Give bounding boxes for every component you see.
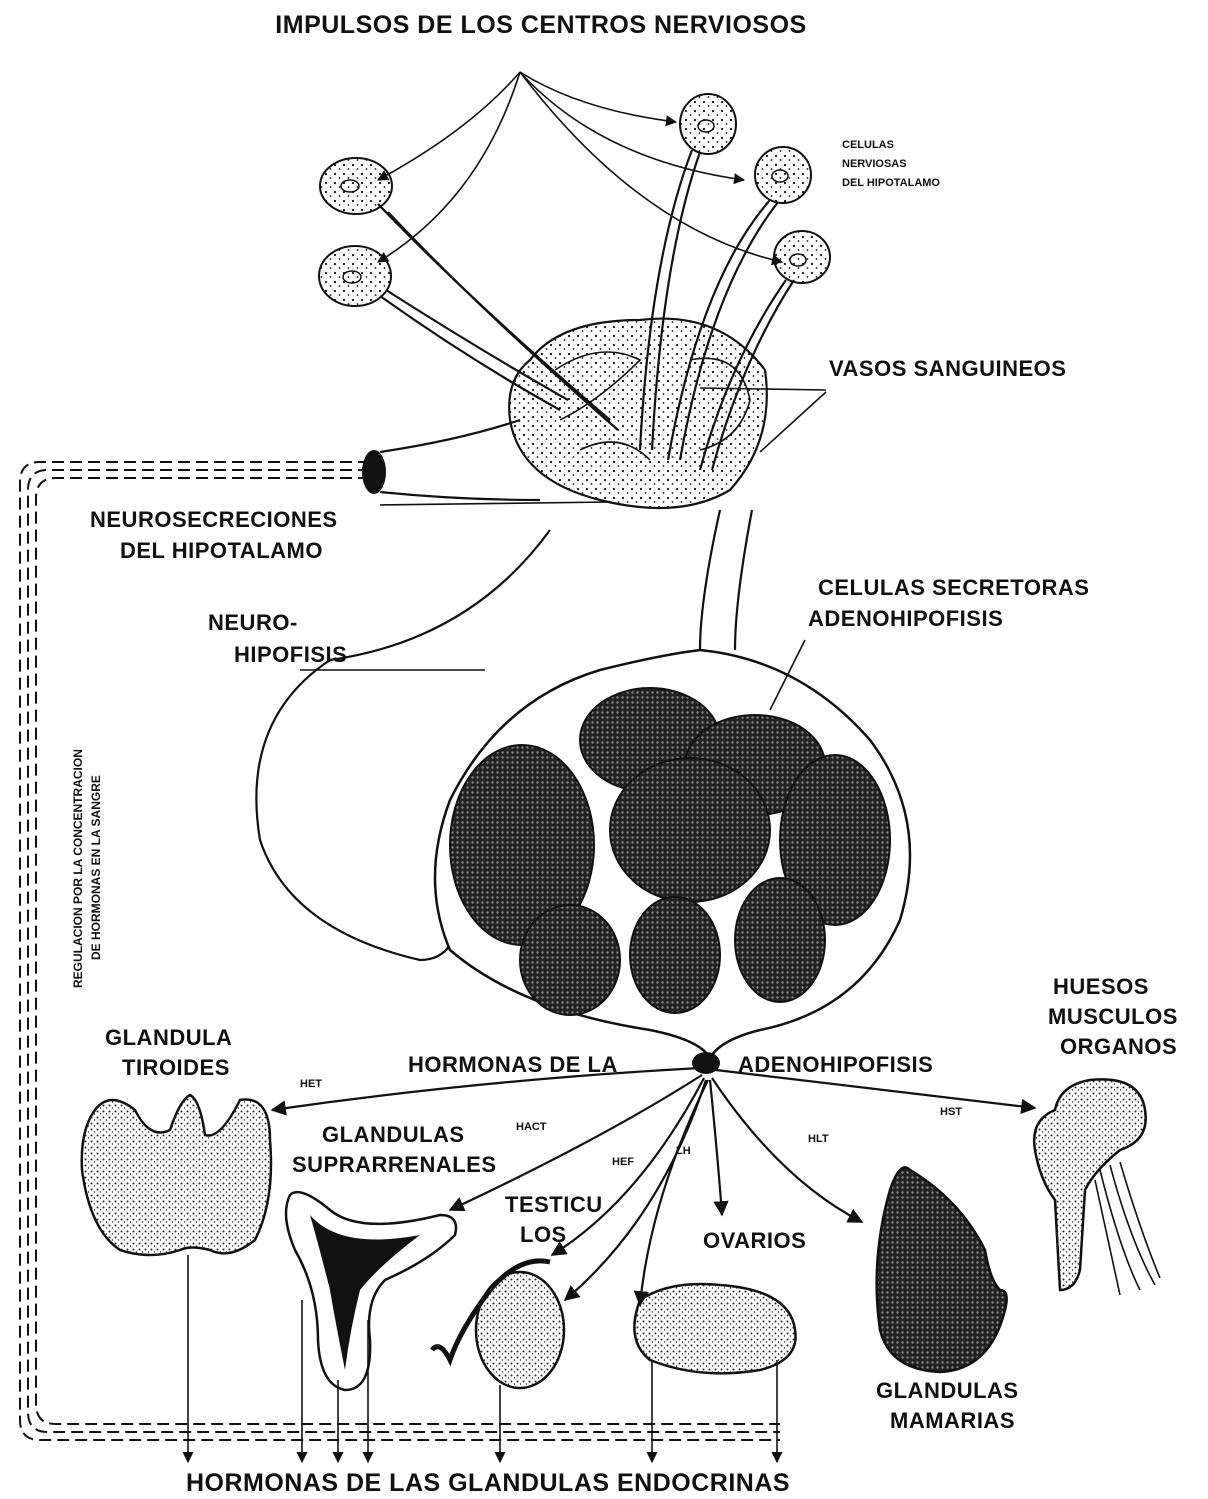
hypothalamus-region xyxy=(362,319,767,508)
portal-stalk-left xyxy=(700,510,720,650)
regulation-label-1: REGULACION POR LA CONCENTRACION xyxy=(71,749,85,988)
targets-label-3: ORGANOS xyxy=(1060,1034,1177,1059)
secretory-cells-label-1: CELULAS SECRETORAS xyxy=(818,575,1089,600)
adrenal-gland xyxy=(286,1192,456,1390)
testis xyxy=(432,1261,564,1388)
neurosecretions-label-1: NEUROSECRECIONES xyxy=(90,507,338,532)
ovaries-label: OVARIOS xyxy=(703,1228,806,1253)
thyroid-gland xyxy=(82,1095,271,1255)
secretory-cells-label-2: ADENOHIPOFISIS xyxy=(808,606,1003,631)
hlt-label: HLT xyxy=(808,1133,829,1145)
testes-label-2: LOS xyxy=(520,1222,567,1247)
targets-label-2: MUSCULOS xyxy=(1048,1004,1178,1029)
regulation-label-2: DE HORMONAS EN LA SANGRE xyxy=(89,775,103,960)
neurosecretions-pointer xyxy=(380,502,610,505)
bottom-title: HORMONAS DE LAS GLANDULAS ENDOCRINAS xyxy=(186,1469,790,1497)
hact-label: HACT xyxy=(516,1121,547,1133)
top-title: IMPULSOS DE LOS CENTROS NERVIOSOS xyxy=(275,11,806,39)
lh-label: LH xyxy=(676,1145,691,1157)
adeno-hormones-label-left: HORMONAS DE LA xyxy=(408,1052,618,1077)
adrenals-label-2: SUPRARRENALES xyxy=(292,1152,497,1177)
neurosecretions-label-2: DEL HIPOTALAMO xyxy=(120,538,323,563)
bone-and-muscle xyxy=(1034,1079,1160,1295)
neurohypophysis-label-2: HIPOFISIS xyxy=(234,642,347,667)
adrenals-label-1: GLANDULAS xyxy=(322,1122,465,1147)
hst-label: HST xyxy=(940,1106,962,1118)
adenohypophysis xyxy=(435,650,910,1074)
thyroid-label-2: TIROIDES xyxy=(122,1055,230,1080)
neurohypophysis-label-1: NEURO- xyxy=(208,610,298,635)
mammary-label-1: GLANDULAS xyxy=(876,1378,1019,1403)
testes-label-1: TESTICU xyxy=(505,1192,603,1217)
het-label: HET xyxy=(300,1078,322,1090)
blood-vessels-pointer-2 xyxy=(760,392,826,452)
ovary xyxy=(634,1284,795,1373)
adeno-hormones-label-right: ADENOHIPOFISIS xyxy=(738,1052,933,1077)
targets-label-1: HUESOS xyxy=(1053,974,1149,999)
nerve-cells-label-2: NERVIOSAS xyxy=(842,158,907,170)
thyroid-label-1: GLANDULA xyxy=(105,1025,232,1050)
blood-vessels-label: VASOS SANGUINEOS xyxy=(829,356,1066,381)
portal-stalk-right xyxy=(735,510,752,650)
nerve-cells-label-1: CELULAS xyxy=(842,139,894,151)
nerve-cells-label-3: DEL HIPOTALAMO xyxy=(842,177,940,189)
mammary-label-2: MAMARIAS xyxy=(890,1408,1015,1433)
mammary-gland xyxy=(877,1168,1007,1373)
hef-label: HEF xyxy=(612,1156,634,1168)
